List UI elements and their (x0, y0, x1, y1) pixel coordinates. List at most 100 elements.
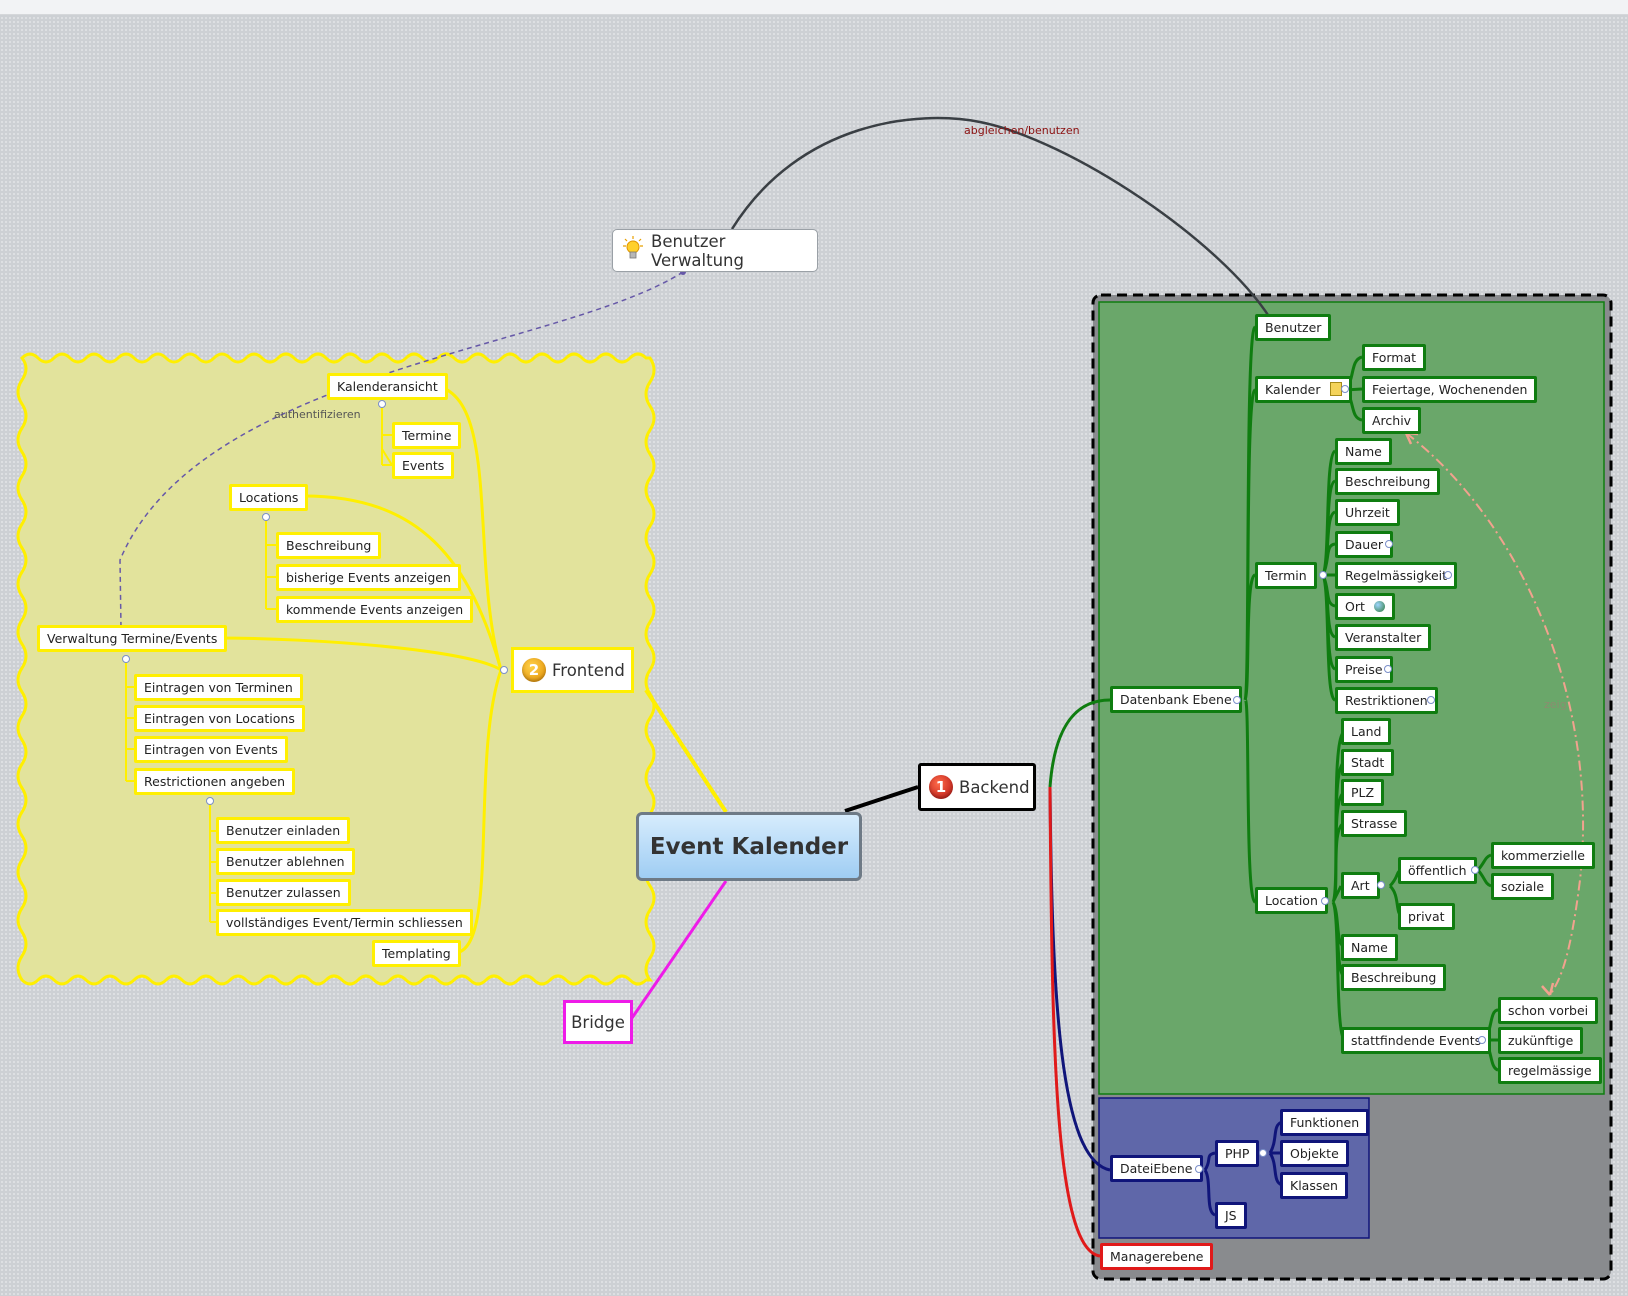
frontend-boundary (16, 352, 656, 986)
datenbank-collapse-toggle[interactable] (1233, 696, 1241, 704)
node-kalender[interactable]: Kalender (1255, 376, 1353, 403)
relation-label-abgleichen: abgleichen/benutzen (964, 124, 1080, 137)
node-funktionen[interactable]: Funktionen (1280, 1109, 1370, 1136)
relation-top-arc (730, 116, 1272, 319)
relation-label-authentifizieren: authentifizieren (274, 408, 361, 421)
relation-label-zeig: zeig (1544, 698, 1567, 711)
node-templating[interactable]: Templating (372, 940, 461, 967)
node-regelmaessige[interactable]: regelmässige (1498, 1057, 1602, 1084)
node-eintragen-terminen[interactable]: Eintragen von Terminen (134, 674, 303, 701)
kalender-label: Kalender (1265, 382, 1321, 397)
node-location[interactable]: Location (1255, 887, 1328, 914)
node-benutzer-ablehnen[interactable]: Benutzer ablehnen (216, 848, 355, 875)
node-beschreibung[interactable]: Beschreibung (276, 532, 382, 559)
benutzer-verwaltung-callout[interactable]: Benutzer Verwaltung (612, 229, 818, 272)
node-stadt[interactable]: Stadt (1341, 749, 1395, 776)
stattfindende-collapse-toggle[interactable] (1478, 1036, 1486, 1044)
node-eintragen-events[interactable]: Eintragen von Events (134, 736, 288, 763)
node-termine[interactable]: Termine (392, 422, 462, 449)
node-oeffentlich[interactable]: öffentlich (1398, 857, 1477, 884)
restrictionen-collapse-toggle[interactable] (206, 797, 214, 805)
node-format[interactable]: Format (1362, 344, 1427, 371)
art-collapse-toggle[interactable] (1377, 881, 1385, 889)
node-uhrzeit[interactable]: Uhrzeit (1335, 499, 1400, 526)
node-privat[interactable]: privat (1398, 903, 1455, 930)
regelmaessigkeit-expand-toggle[interactable] (1444, 571, 1452, 579)
db-connector (1048, 698, 1111, 788)
bridge-connector (630, 880, 728, 1019)
node-objekte[interactable]: Objekte (1280, 1140, 1349, 1167)
relation-archive (1405, 432, 1584, 996)
node-land[interactable]: Land (1341, 718, 1392, 745)
node-dauer[interactable]: Dauer (1335, 531, 1394, 558)
node-managerebene[interactable]: Managerebene (1100, 1243, 1214, 1270)
node-bisherige-events[interactable]: bisherige Events anzeigen (276, 564, 461, 591)
termin-collapse-toggle[interactable] (1319, 571, 1327, 579)
node-strasse[interactable]: Strasse (1341, 810, 1408, 837)
benutzer-verwaltung-label: Benutzer Verwaltung (651, 231, 744, 270)
node-termin-beschreibung[interactable]: Beschreibung (1335, 468, 1441, 495)
node-js[interactable]: JS (1215, 1202, 1247, 1229)
node-kommende-events[interactable]: kommende Events anzeigen (276, 596, 474, 623)
bridge-branch[interactable]: Bridge (563, 1000, 633, 1044)
php-collapse-toggle[interactable] (1259, 1149, 1267, 1157)
verwaltung-collapse-toggle[interactable] (122, 655, 130, 663)
datei-collapse-toggle[interactable] (1195, 1165, 1203, 1173)
frontend-label: Frontend (552, 660, 625, 680)
dauer-expand-toggle[interactable] (1385, 540, 1393, 548)
node-benutzer[interactable]: Benutzer (1255, 314, 1332, 341)
node-locations[interactable]: Locations (229, 484, 309, 511)
node-restrictionen-angeben[interactable]: Restrictionen angeben (134, 768, 295, 795)
priority-1-icon: 1 (929, 775, 953, 799)
backend-connector (844, 785, 919, 813)
node-verwaltung-termine-events[interactable]: Verwaltung Termine/Events (37, 625, 228, 652)
node-klassen[interactable]: Klassen (1280, 1172, 1348, 1199)
oeffentlich-collapse-toggle[interactable] (1471, 866, 1479, 874)
node-datenbank-ebene[interactable]: Datenbank Ebene (1110, 686, 1242, 713)
node-zukuenftige[interactable]: zukünftige (1498, 1027, 1584, 1054)
node-schon-vorbei[interactable]: schon vorbei (1498, 997, 1599, 1024)
node-php[interactable]: PHP (1215, 1140, 1260, 1167)
node-plz[interactable]: PLZ (1341, 779, 1385, 806)
frontend-collapse-toggle[interactable] (500, 666, 508, 674)
priority-2-icon: 2 (522, 658, 546, 682)
node-ort[interactable]: Ort (1335, 593, 1395, 620)
node-kalenderansicht[interactable]: Kalenderansicht (327, 373, 448, 400)
bridge-label: Bridge (571, 1012, 625, 1032)
node-regelmaessigkeit[interactable]: Regelmässigkeit (1335, 562, 1458, 589)
globe-icon (1373, 601, 1385, 612)
kalenderansicht-collapse-toggle[interactable] (378, 400, 386, 408)
central-topic-label: Event Kalender (649, 833, 849, 860)
preise-expand-toggle[interactable] (1384, 665, 1392, 673)
kalender-collapse-toggle[interactable] (1341, 385, 1349, 393)
node-veranstalter[interactable]: Veranstalter (1335, 624, 1432, 651)
node-archiv[interactable]: Archiv (1362, 407, 1422, 434)
node-kommerzielle[interactable]: kommerzielle (1491, 842, 1595, 869)
node-location-name[interactable]: Name (1341, 934, 1398, 961)
restriktionen-expand-toggle[interactable] (1427, 696, 1435, 704)
node-events[interactable]: Events (392, 452, 455, 479)
node-eintragen-locations[interactable]: Eintragen von Locations (134, 705, 305, 732)
node-soziale[interactable]: soziale (1491, 873, 1555, 900)
node-art[interactable]: Art (1341, 872, 1380, 899)
location-collapse-toggle[interactable] (1321, 897, 1329, 905)
ort-label: Ort (1345, 599, 1365, 614)
node-location-beschreibung[interactable]: Beschreibung (1341, 964, 1447, 991)
node-termin-name[interactable]: Name (1335, 438, 1392, 465)
node-benutzer-einladen[interactable]: Benutzer einladen (216, 817, 351, 844)
backend-label: Backend (959, 777, 1030, 797)
node-stattfindende-events[interactable]: stattfindende Events (1341, 1027, 1492, 1054)
node-termin[interactable]: Termin (1255, 562, 1317, 589)
node-feiertage-wochenenden[interactable]: Feiertage, Wochenenden (1362, 376, 1538, 403)
locations-collapse-toggle[interactable] (262, 513, 270, 521)
central-topic[interactable]: Event Kalender (636, 812, 862, 881)
node-benutzer-zulassen[interactable]: Benutzer zulassen (216, 879, 351, 906)
backend-branch[interactable]: 1 Backend (918, 763, 1036, 811)
node-restriktionen[interactable]: Restriktionen (1335, 687, 1438, 714)
node-datei-ebene[interactable]: DateiEbene (1110, 1155, 1203, 1182)
lightbulb-icon (623, 235, 643, 266)
top-bar (0, 0, 1628, 15)
node-event-schliessen[interactable]: vollständiges Event/Termin schliessen (216, 909, 473, 936)
frontend-branch[interactable]: 2 Frontend (511, 647, 634, 693)
frontend-connector (644, 688, 728, 814)
